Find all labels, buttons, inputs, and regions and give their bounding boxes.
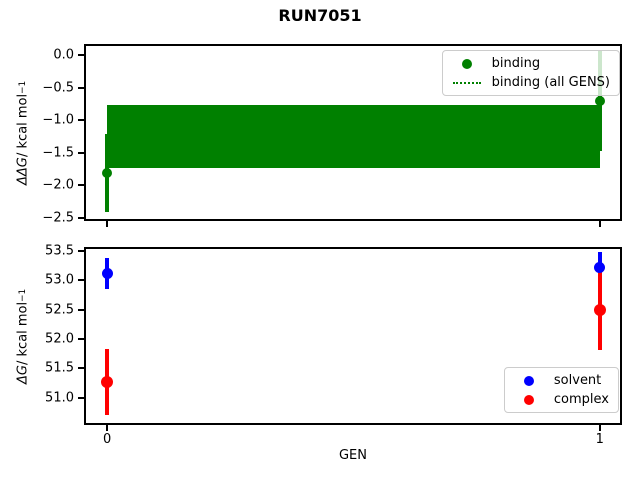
solvent-dot-icon	[523, 375, 534, 386]
binding-dot-icon	[461, 58, 472, 69]
y-tick	[78, 337, 84, 340]
legend-label-binding-all-gens: binding (all GENS)	[491, 75, 610, 90]
x-tick	[598, 425, 601, 431]
legend-label-binding: binding	[491, 56, 541, 71]
y-tick	[78, 119, 84, 122]
top-legend: binding binding (all GENS)	[441, 50, 620, 96]
bottom-y-axis-label-units: / kcal mol	[15, 301, 31, 365]
top-y-axis-label-sup: −1	[18, 80, 28, 94]
y-tick	[78, 279, 84, 282]
y-tick-label: 52.0	[45, 331, 74, 347]
y-tick-label: 53.5	[45, 243, 74, 259]
legend-item-binding-all-gens: binding (all GENS)	[452, 75, 610, 90]
confidence-band-binding-all-GENS-	[107, 104, 600, 168]
x-tick	[106, 221, 109, 227]
data-point-binding-1	[594, 95, 605, 106]
bottom-plot-area: 53.5 53.0 52.5 52.0 51.5 51.0 0 1	[45, 243, 620, 447]
legend-item-binding: binding	[452, 56, 610, 71]
y-tick	[78, 396, 84, 399]
y-tick	[78, 216, 84, 219]
top-y-axis-label: ΔΔG / kcal mol−1	[14, 44, 32, 221]
y-tick-label: 52.5	[45, 302, 74, 318]
legend-label-complex: complex	[553, 392, 609, 407]
bottom-subplot: 53.5 53.0 52.5 52.0 51.5 51.0 0 1 solvent compl…	[45, 243, 622, 447]
y-tick-label: 51.0	[45, 390, 74, 406]
y-tick-label: −1.5	[42, 145, 74, 161]
bottom-y-axis-label: ΔG / kcal mol−1	[14, 247, 32, 425]
y-tick-label: −2.5	[42, 210, 74, 226]
y-tick-label: 0.0	[53, 47, 74, 63]
binding-all-gens-dotted-line-icon	[452, 81, 481, 84]
top-plot-area: 0.0 −0.5 −1.0 −1.5 −2.0 −2.5	[42, 46, 620, 227]
y-tick-label: 51.5	[45, 360, 74, 376]
x-axis-label: GEN	[338, 448, 367, 463]
y-tick	[78, 184, 84, 187]
top-y-axis-label-units: / kcal mol	[15, 93, 31, 157]
chart-title: RUN7051	[278, 6, 362, 25]
complex-dot-icon	[523, 394, 534, 405]
x-tick	[598, 221, 601, 227]
y-tick-label: 53.0	[45, 272, 74, 288]
bottom-y-axis-label-sup: −1	[18, 288, 28, 302]
x-tick-label: 1	[595, 432, 604, 447]
bottom-legend: solvent complex	[503, 367, 619, 413]
y-tick-label: −0.5	[42, 80, 74, 96]
top-subplot: 0.0 −0.5 −1.0 −1.5 −2.0 −2.5 binding binding …	[42, 44, 622, 227]
y-tick	[78, 151, 84, 154]
data-point-complex-0	[101, 375, 114, 388]
legend-item-solvent: solvent	[514, 373, 609, 388]
y-tick-label: −2.0	[42, 177, 74, 193]
top-y-axis-label-math: ΔΔG	[15, 156, 31, 185]
y-tick	[78, 367, 84, 370]
x-tick	[106, 425, 109, 431]
data-point-complex-1	[593, 304, 606, 317]
y-tick	[78, 86, 84, 89]
y-tick-label: −1.0	[42, 112, 74, 128]
data-point-solvent-0	[101, 268, 113, 280]
bottom-y-axis-label-math: ΔG	[15, 364, 31, 384]
x-tick-label: 0	[103, 432, 112, 447]
y-tick	[78, 308, 84, 311]
legend-label-solvent: solvent	[553, 373, 602, 388]
data-point-solvent-1	[594, 261, 606, 273]
data-point-binding-0	[102, 167, 113, 178]
legend-item-complex: complex	[514, 392, 609, 407]
y-tick	[78, 249, 84, 252]
y-tick	[78, 54, 84, 57]
